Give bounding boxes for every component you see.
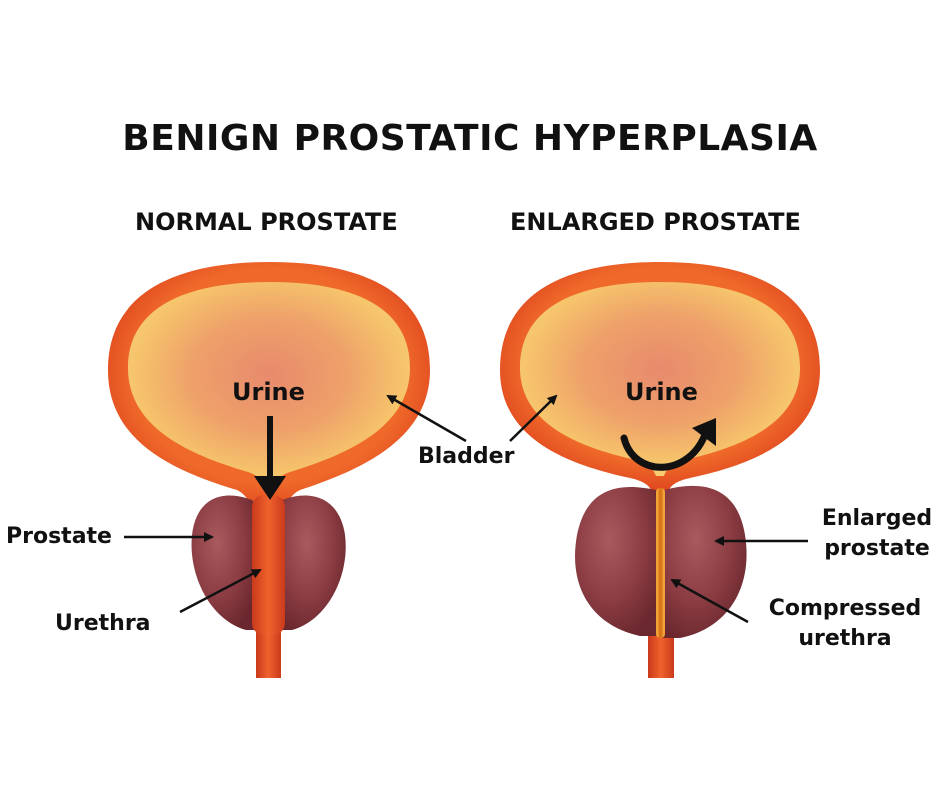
compressed-urethra-label-line1: Compressed	[768, 596, 922, 621]
urine-retention-arrow	[620, 428, 710, 471]
enlarged-heading: ENLARGED PROSTATE	[510, 208, 801, 236]
normal-urethra-segment	[252, 495, 285, 635]
enlarged-urine-label: Urine	[625, 378, 698, 406]
normal-prostate-figure	[108, 262, 430, 678]
urethra-arrow	[179, 568, 262, 614]
normal-prostate-right-lobe	[281, 495, 346, 630]
enlarged-prostate-label-line1: Enlarged	[821, 506, 933, 531]
normal-urine-label: Urine	[232, 378, 305, 406]
bladder-label: Bladder	[418, 444, 515, 469]
normal-prostate-left-lobe	[191, 495, 256, 630]
compressed-urethra-core	[658, 488, 663, 638]
enlarged-prostate-left-lobe	[575, 487, 660, 636]
bladder-arrow-left	[386, 394, 467, 443]
enlarged-prostate-figure	[500, 262, 820, 678]
urine-retention-arrowhead	[692, 418, 716, 446]
normal-heading: NORMAL PROSTATE	[135, 208, 398, 236]
page-title: BENIGN PROSTATIC HYPERPLASIA	[122, 118, 818, 159]
urine-flow-arrowhead	[254, 476, 286, 500]
annotation-arrows	[124, 394, 808, 624]
enlarged-bladder-lumen	[520, 282, 800, 476]
enlarged-prostate-right-lobe	[662, 485, 747, 638]
bladder-arrow-right	[509, 394, 558, 442]
compressed-urethra-arrow	[670, 578, 749, 624]
prostate-label: Prostate	[6, 524, 112, 549]
normal-bladder-lumen	[128, 282, 410, 488]
compressed-urethra-label-line2: urethra	[798, 626, 892, 651]
urethra-label: Urethra	[55, 611, 151, 636]
enlarged-prostate-label-line2: prostate	[824, 536, 930, 561]
